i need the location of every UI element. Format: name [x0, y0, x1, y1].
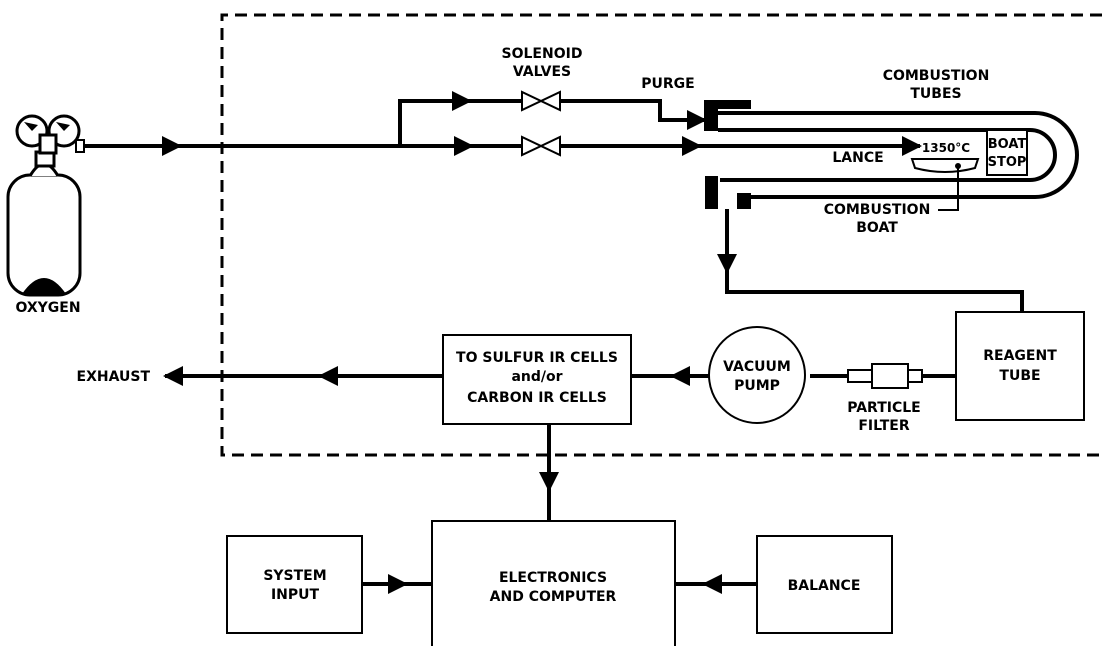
boat-stop	[986, 129, 1028, 176]
balance-label: BALANCE	[788, 578, 861, 594]
reagent-tube-label: REAGENT	[983, 348, 1057, 364]
oxygen-label: OXYGEN	[15, 300, 80, 316]
particle-filter-label: PARTICLE	[847, 400, 920, 416]
solenoid-valves-label: VALVES	[513, 64, 571, 80]
reagent-tube	[955, 311, 1085, 421]
system-input-label: SYSTEM	[263, 568, 326, 584]
combustion-tubes-label: TUBES	[910, 86, 961, 102]
reagent-tube-label: TUBE	[999, 368, 1040, 384]
particle-filter-label: FILTER	[858, 418, 909, 434]
electronics-box	[431, 520, 676, 646]
vacuum-pump	[708, 326, 806, 424]
combustion-boat-label: BOAT	[856, 220, 898, 236]
vacuum-pump-label: VACUUM	[723, 359, 791, 375]
instrument-boundary	[220, 13, 1102, 457]
balance-box	[756, 535, 893, 634]
solenoid-valve-icon	[521, 90, 561, 112]
particle-filter-icon	[847, 363, 923, 389]
solenoid-valve-icon	[521, 135, 561, 157]
combustion-boat-label: COMBUSTION	[824, 202, 931, 218]
electronics-label: AND COMPUTER	[490, 589, 617, 605]
solenoid-valves-label: SOLENOID	[502, 46, 583, 62]
ir-cells-box	[442, 334, 632, 425]
temperature-label: 1350°C	[922, 141, 970, 155]
purge-label: PURGE	[641, 76, 694, 92]
exhaust-label: EXHAUST	[77, 369, 151, 385]
ir-cells-label: and/or	[511, 369, 562, 385]
vacuum-pump-label: PUMP	[734, 378, 780, 394]
combustion-boat	[910, 158, 980, 173]
ir-cells-label: TO SULFUR IR CELLS	[456, 350, 618, 366]
ir-cells-label: CARBON IR CELLS	[467, 390, 607, 406]
system-input-label: INPUT	[271, 587, 320, 603]
system-input-box	[226, 535, 363, 634]
electronics-label: ELECTRONICS	[499, 570, 607, 586]
lance-label: LANCE	[832, 150, 883, 166]
boat-stop-label: BOAT	[988, 137, 1027, 152]
combustion-tubes	[704, 100, 1079, 209]
boat-stop-label: STOP	[988, 155, 1027, 170]
oxygen-cylinder-icon	[6, 114, 85, 297]
combustion-tubes-label: COMBUSTION	[883, 68, 990, 84]
